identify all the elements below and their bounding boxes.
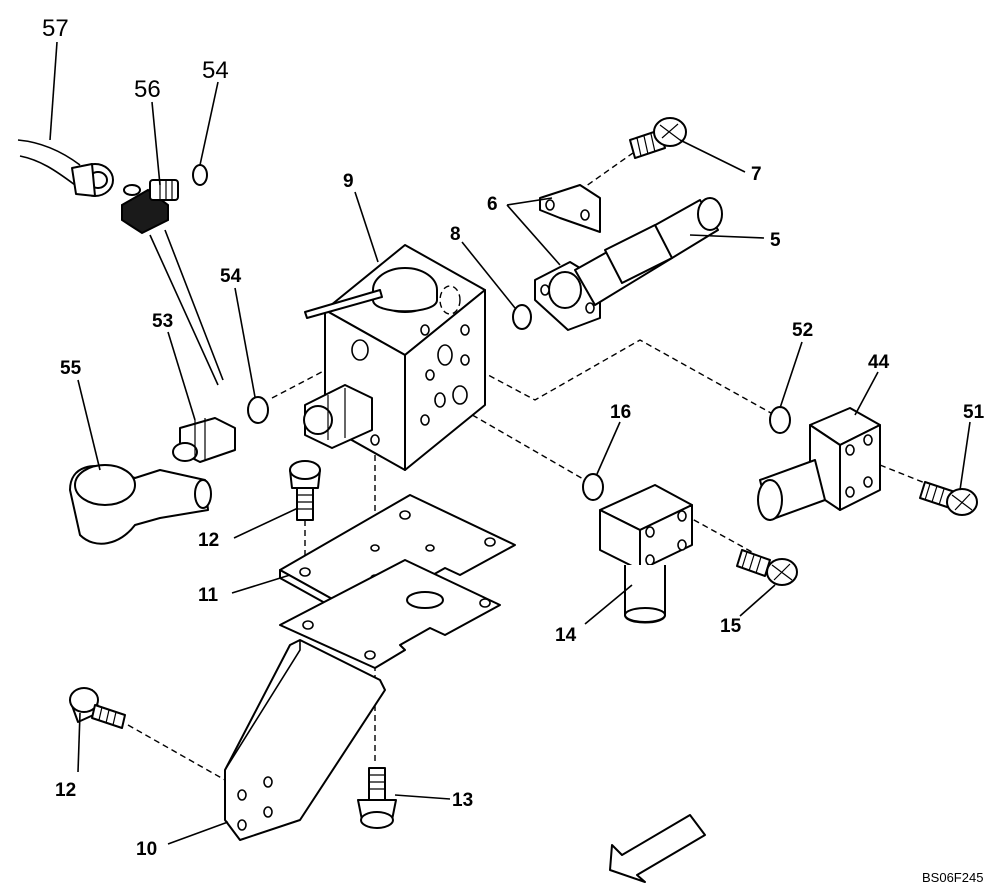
callout-12-lower: 12 — [55, 780, 76, 801]
bolt-12-upper — [289, 460, 321, 521]
callout-12-upper: 12 — [198, 530, 219, 551]
callout-9: 9 — [343, 171, 354, 192]
callout-13: 13 — [452, 790, 473, 811]
valve-block-9 — [303, 244, 486, 471]
callout-11: 11 — [198, 585, 219, 606]
block-fitting-44 — [757, 407, 881, 521]
callout-8: 8 — [450, 224, 461, 245]
callout-54-lower: 54 — [220, 266, 242, 287]
adapter-53 — [172, 417, 236, 463]
callout-54-upper: 54 — [202, 57, 229, 84]
bracket-10 — [224, 559, 501, 841]
callout-16: 16 — [610, 402, 631, 423]
callout-14: 14 — [555, 625, 577, 646]
callout-44: 44 — [868, 352, 890, 373]
o-ring-54-lower — [247, 396, 269, 424]
callout-57: 57 — [42, 15, 69, 42]
callout-53: 53 — [152, 311, 173, 332]
callout-6: 6 — [487, 194, 498, 215]
callout-56: 56 — [134, 76, 161, 103]
bolt-13 — [357, 767, 397, 829]
callout-leaders — [49, 41, 971, 845]
o-ring-8 — [512, 304, 532, 330]
callout-51: 51 — [963, 402, 985, 423]
elbow-hose-55 — [69, 464, 212, 545]
callout-55: 55 — [60, 358, 82, 379]
o-ring-54-upper — [192, 164, 208, 186]
callout-5: 5 — [770, 230, 781, 251]
figure-code: BS06F245 — [922, 870, 983, 885]
arrow-icon — [609, 814, 706, 883]
callout-7: 7 — [751, 164, 762, 185]
tube-5 — [574, 197, 723, 306]
bolt-12-lower — [69, 687, 126, 729]
block-elbow-14 — [599, 484, 693, 624]
callout-labels: 57 56 54 54 53 55 9 8 6 7 5 52 44 51 16 … — [42, 15, 985, 885]
callout-10: 10 — [136, 839, 157, 860]
bolt-15 — [736, 549, 798, 586]
o-ring-16 — [582, 473, 604, 501]
bolt-51 — [919, 481, 978, 516]
bolt-7 — [629, 117, 687, 159]
callout-15: 15 — [720, 616, 742, 637]
elbow-fitting-56 — [121, 179, 179, 235]
o-ring-52 — [769, 406, 791, 434]
guide-line — [149, 234, 219, 386]
callout-52: 52 — [792, 320, 813, 341]
split-flange-6 — [534, 184, 601, 331]
guide-line — [164, 229, 224, 381]
hose-57 — [17, 139, 114, 197]
